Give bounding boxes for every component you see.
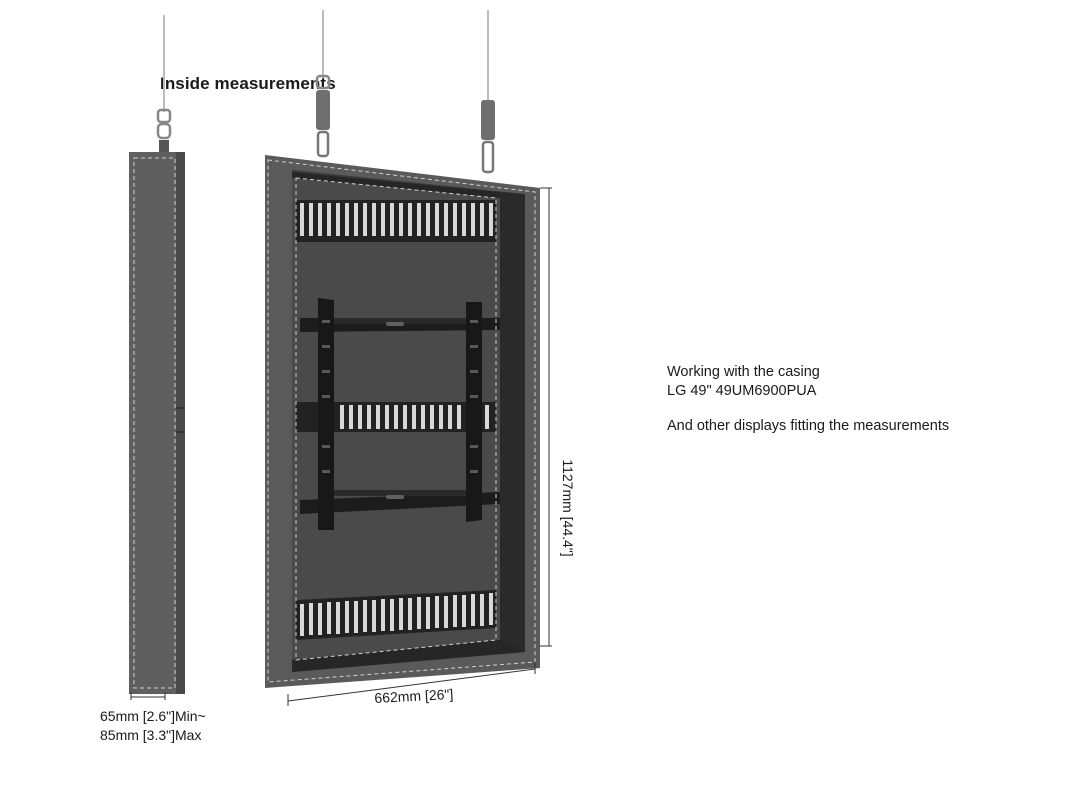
mount-slot (386, 322, 404, 326)
top-vent (296, 200, 496, 242)
depth-max-label: 85mm [3.3"]Max (100, 727, 202, 743)
bottom-vent (296, 590, 496, 640)
mount-arm-left (318, 298, 334, 530)
casing-bottom-wall (292, 640, 525, 672)
height-dimension-label: 1127mm [44.4"] (560, 459, 576, 557)
depth-min-label: 65mm [2.6"]Min~ (100, 708, 206, 724)
side-chain-link (156, 108, 172, 124)
casing-inner-outline (295, 177, 497, 661)
chain-link (316, 130, 330, 158)
mount-arm-right (466, 302, 482, 522)
mount-crossbar (334, 318, 468, 324)
mount-crossbar (334, 490, 468, 496)
side-inner-outline (133, 157, 176, 689)
side-panel-edge (176, 152, 185, 694)
casing-right-wall (500, 192, 525, 652)
vent-slots (300, 593, 493, 636)
turnbuckle-right (481, 100, 495, 140)
hanging-hardware (315, 10, 495, 174)
side-panel (129, 152, 185, 694)
height-dimension (540, 187, 552, 647)
chain-link (315, 74, 331, 90)
info-line-casing: Working with the casing (667, 364, 820, 380)
side-view (129, 15, 185, 700)
compatibility-info: Working with the casing LG 49" 49UM6900P… (667, 363, 949, 436)
vent-slots (300, 203, 493, 236)
side-bracket (159, 140, 169, 152)
vesa-mount-bracket (300, 298, 500, 530)
side-chain-link (156, 122, 172, 140)
info-line-other-displays: And other displays fitting the measureme… (667, 418, 950, 434)
mount-holes (322, 320, 478, 473)
mount-slot (386, 495, 404, 499)
info-line-model: LG 49" 49UM6900PUA (667, 383, 817, 399)
width-dimension (287, 662, 536, 706)
heading-inside-measurements: Inside measurements (160, 74, 336, 93)
turnbuckle-left (316, 90, 330, 130)
depth-dimension-label: 65mm [2.6"]Min~ 85mm [3.3"]Max (100, 707, 206, 745)
vent-slots (340, 405, 489, 429)
chain-link (481, 140, 495, 174)
front-view (265, 155, 540, 688)
mount-rail-bottom (300, 492, 500, 514)
casing-top-wall (292, 172, 500, 198)
